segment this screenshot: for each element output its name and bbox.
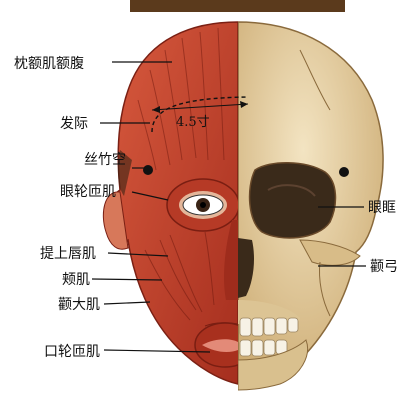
orbit-socket	[250, 163, 336, 238]
sizhukong-point	[143, 165, 153, 175]
label-frontalis: 枕额肌额腹	[14, 55, 84, 72]
top-bar	[130, 0, 345, 12]
label-sizhukong: 丝竹空	[84, 152, 126, 168]
label-levator-labii: 提上唇肌	[40, 246, 96, 262]
label-zygomatic-arch: 颧弓	[370, 259, 398, 275]
label-orbicularis-oris: 口轮匝肌	[44, 344, 100, 360]
orbit-point	[339, 167, 349, 177]
label-zygomaticus-major: 颧大肌	[58, 297, 100, 313]
label-orbicularis-oculi: 眼轮匝肌	[60, 184, 116, 200]
label-orbit: 眼眶	[368, 200, 396, 216]
muscle-half	[103, 22, 255, 384]
label-measurement: 4.5寸	[176, 115, 210, 130]
label-hairline: 发际	[60, 116, 88, 132]
skull-half	[238, 22, 383, 390]
label-zygomaticus-minor: 颊肌	[62, 272, 90, 288]
